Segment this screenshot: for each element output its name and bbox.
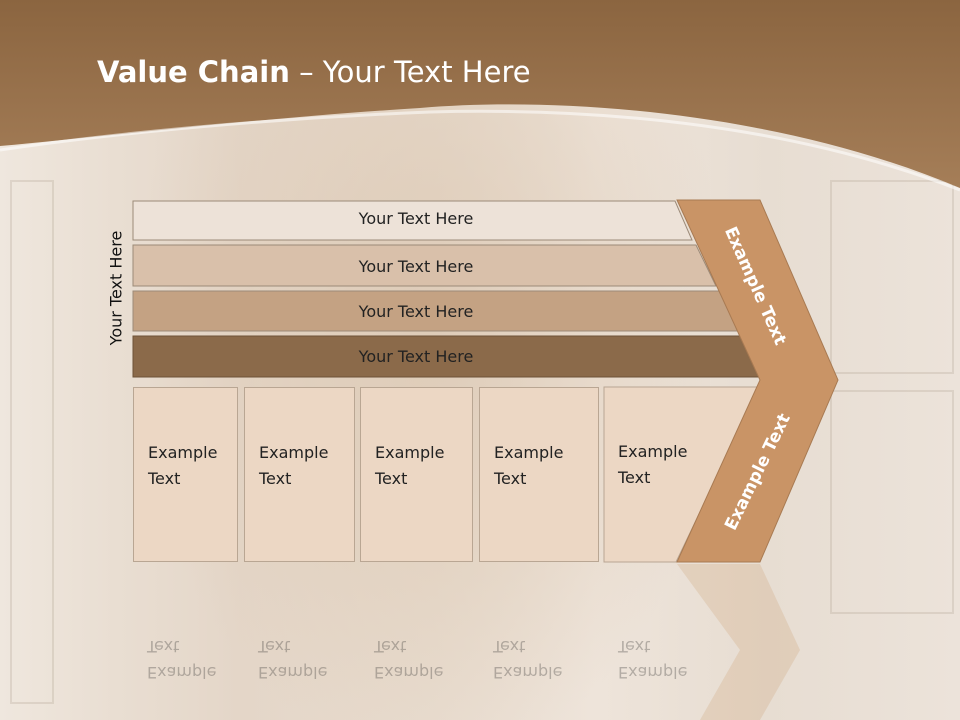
reflection-2-label: Example Text <box>258 637 328 682</box>
primary-activity-4-label: Example Text <box>494 443 564 488</box>
reflection-5-label: Example Text <box>618 637 688 682</box>
margin-chevron-reflection <box>677 564 800 720</box>
page-title: Value Chain – Your Text Here <box>97 55 531 89</box>
reflection-1: Example Text <box>133 562 238 720</box>
primary-activity-1-label: Example Text <box>148 443 218 488</box>
header-band <box>0 0 960 192</box>
support-row-1-label: Your Text Here <box>358 209 474 228</box>
background-panel-left <box>10 180 54 704</box>
primary-activity-3-label: Example Text <box>375 443 445 488</box>
primary-activity-5-label: Example Text <box>618 442 688 487</box>
page-title-rest: – Your Text Here <box>289 55 531 89</box>
support-row-1 <box>132 200 693 241</box>
support-row-2-label: Your Text Here <box>358 257 474 276</box>
header-highlight-arc <box>0 109 960 192</box>
primary-arrow-background <box>603 386 761 563</box>
background-panel-bottom <box>830 390 954 614</box>
background-panel-top <box>830 180 954 374</box>
reflection-4: Example Text <box>479 562 599 720</box>
support-row-4-label: Your Text Here <box>358 347 474 366</box>
reflection-1-label: Example Text <box>147 637 217 682</box>
reflection-3-label: Example Text <box>374 637 444 682</box>
primary-activity-4: Example Text <box>479 387 599 562</box>
margin-chevron-arrow <box>676 199 839 563</box>
primary-activity-2-label: Example Text <box>259 443 329 488</box>
reflection-3: Example Text <box>360 562 473 720</box>
reflection-4-label: Example Text <box>493 637 563 682</box>
support-row-3-label: Your Text Here <box>358 302 474 321</box>
reflection-2: Example Text <box>244 562 355 720</box>
header-band-shape <box>0 0 960 188</box>
primary-activity-1: Example Text <box>133 387 238 562</box>
primary-activity-2: Example Text <box>244 387 355 562</box>
page-title-bold: Value Chain <box>97 55 290 89</box>
primary-activity-3: Example Text <box>360 387 473 562</box>
support-row-2 <box>132 244 717 287</box>
reflection-5: Example Text <box>604 562 724 720</box>
